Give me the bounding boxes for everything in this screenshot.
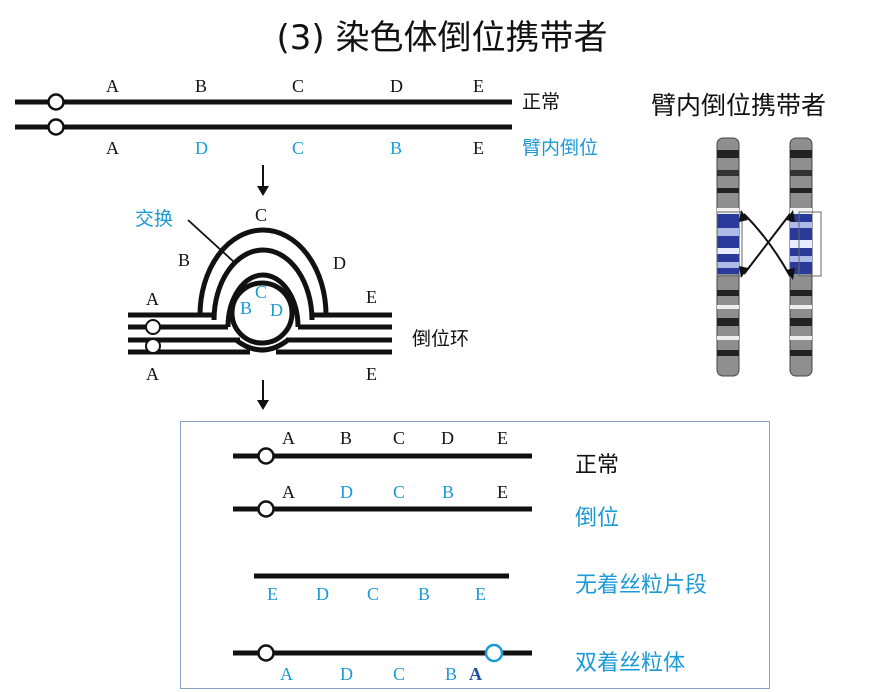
loop-letter-c: C xyxy=(255,205,268,225)
loop-label: 倒位环 xyxy=(412,328,470,350)
loop-letter-e-top: E xyxy=(366,287,377,307)
r3-gene-c: C xyxy=(367,584,380,604)
arrow-down-2 xyxy=(257,400,269,410)
r3-gene-e1: E xyxy=(267,584,278,604)
r2-gene-d: D xyxy=(340,482,353,502)
inversion-label: 臂内倒位 xyxy=(522,137,599,159)
loop-letter-e-bottom: E xyxy=(366,364,377,384)
centromere-top xyxy=(47,93,65,111)
r3-gene-e2: E xyxy=(475,584,486,604)
loop-inner-d: D xyxy=(270,300,283,320)
loop-inner-b: B xyxy=(240,298,253,318)
loop-letter-a-bottom: A xyxy=(146,364,159,384)
segment-box-left xyxy=(716,211,743,277)
gene-inv-e: E xyxy=(473,138,484,158)
r2-label: 倒位 xyxy=(575,506,620,531)
swap-arrow-2 xyxy=(743,213,791,275)
r4-gene-a1: A xyxy=(280,664,293,684)
chromosome-figure-right xyxy=(789,137,813,377)
gene-inv-b: B xyxy=(390,138,403,158)
page-title: (3) 染色体倒位携带者 xyxy=(276,18,608,58)
r4-label: 双着丝粒体 xyxy=(575,651,686,676)
r2-gene-e: E xyxy=(497,482,508,502)
gene-inv-a: A xyxy=(106,138,119,158)
r1-gene-c: C xyxy=(393,428,406,448)
r4-gene-b: B xyxy=(445,664,458,684)
r2-gene-c: C xyxy=(393,482,406,502)
segment-box-right xyxy=(798,211,822,277)
r1-label: 正常 xyxy=(575,453,620,478)
carrier-heading: 臂内倒位携带者 xyxy=(651,91,827,120)
result-panel xyxy=(180,421,770,689)
gene-normal-b: B xyxy=(195,76,208,96)
r1-gene-b: B xyxy=(340,428,353,448)
crossover-label: 交换 xyxy=(135,208,174,230)
loop-letter-a-top: A xyxy=(146,289,159,309)
loop-letter-b: B xyxy=(178,250,191,270)
gene-normal-e: E xyxy=(473,76,484,96)
arrow-down-1 xyxy=(257,186,269,196)
r3-gene-b: B xyxy=(418,584,431,604)
r4-gene-c: C xyxy=(393,664,406,684)
gene-normal-a: A xyxy=(106,76,119,96)
r2-gene-a: A xyxy=(282,482,295,502)
loop-centromere-2 xyxy=(145,338,161,354)
r4-gene-a2: A xyxy=(469,664,482,684)
r3-label: 无着丝粒片段 xyxy=(575,573,708,598)
gene-inv-c: C xyxy=(292,138,305,158)
chromosome-figure-left xyxy=(716,137,740,377)
r1-gene-a: A xyxy=(282,428,295,448)
r1-gene-d: D xyxy=(441,428,454,448)
loop-inner-c: C xyxy=(255,282,268,302)
r1-gene-e: E xyxy=(497,428,508,448)
crossover-pointer xyxy=(187,219,235,263)
loop-letter-d: D xyxy=(333,253,346,273)
r3-gene-d: D xyxy=(316,584,329,604)
centromere-bottom xyxy=(47,118,65,136)
gene-normal-c: C xyxy=(292,76,305,96)
r2-gene-b: B xyxy=(442,482,455,502)
gene-normal-d: D xyxy=(390,76,403,96)
loop-centromere-1 xyxy=(145,319,161,335)
normal-label: 正常 xyxy=(522,91,561,113)
gene-inv-d: D xyxy=(195,138,208,158)
r4-gene-d: D xyxy=(340,664,353,684)
